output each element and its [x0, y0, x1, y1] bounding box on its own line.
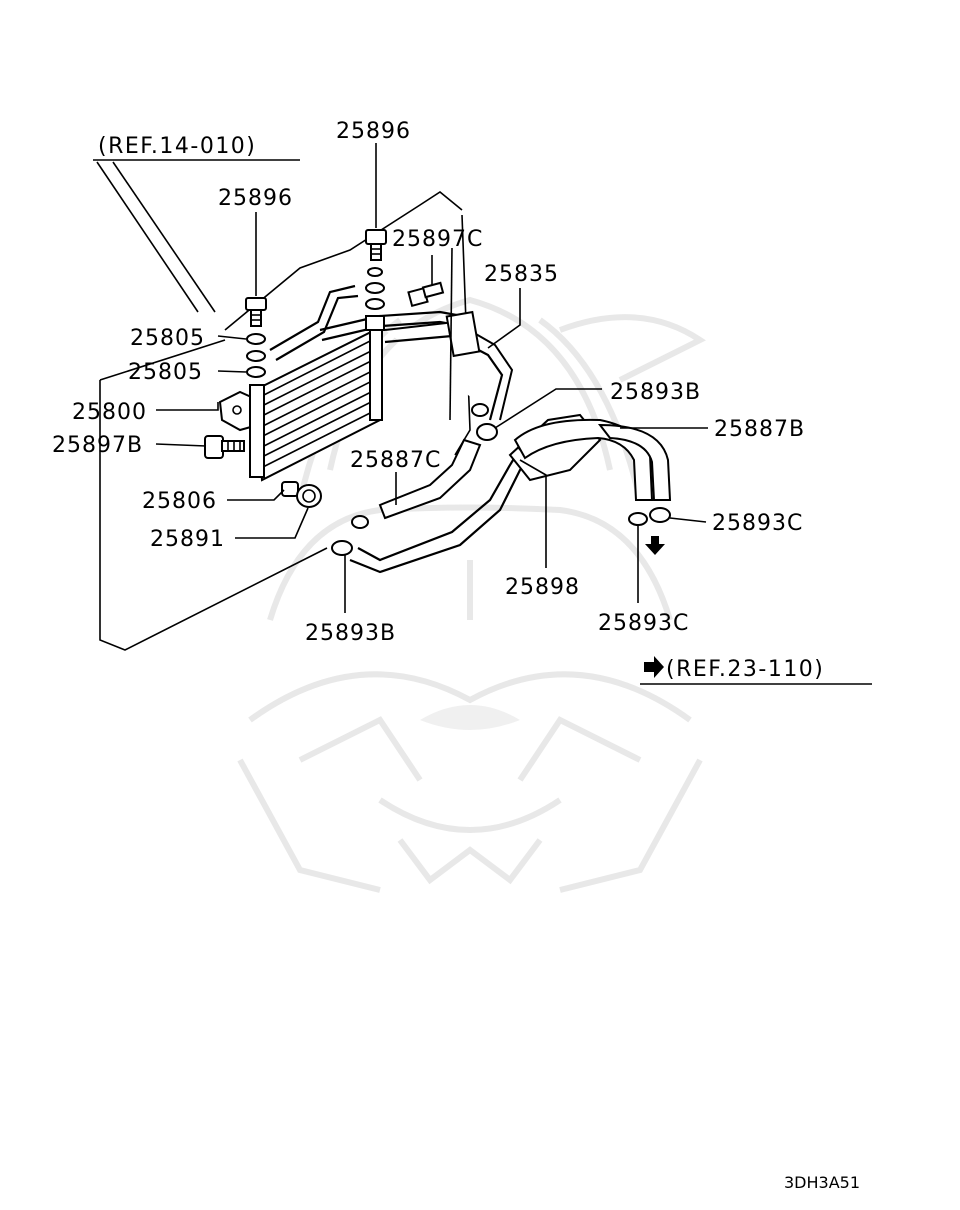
clamp-25893B-top — [471, 403, 498, 441]
pipe-25835 — [384, 310, 514, 421]
label-25887B: 25887B — [714, 417, 805, 442]
label-25896-left: 25896 — [218, 186, 293, 211]
bolt-25896-left — [245, 297, 267, 378]
bolt-25897C — [407, 281, 445, 308]
clamp-25893C-bottom — [628, 512, 648, 526]
label-25805-a: 25805 — [130, 326, 205, 351]
clamp-25893B-bottom — [331, 515, 369, 556]
label-25891: 25891 — [150, 527, 225, 552]
clamp-25893C-right — [649, 507, 671, 523]
label-25806: 25806 — [142, 489, 217, 514]
label-25893C-right: 25893C — [712, 511, 803, 536]
arrow-right-icon — [644, 656, 664, 678]
part-25806 — [281, 481, 299, 497]
ref-14-010: (REF.14-010) — [98, 134, 256, 159]
label-25887C: 25887C — [350, 448, 441, 473]
label-25800: 25800 — [72, 400, 147, 425]
label-25897C: 25897C — [392, 227, 483, 252]
label-25893C-bottom: 25893C — [598, 611, 689, 636]
label-25897B: 25897B — [52, 433, 143, 458]
bolt-25897B — [204, 435, 245, 459]
label-25893B-top: 25893B — [610, 380, 701, 405]
label-25835: 25835 — [484, 262, 559, 287]
part-25891 — [296, 484, 322, 508]
label-25805-b: 25805 — [128, 360, 203, 385]
diagram-code: 3DH3A51 — [784, 1173, 860, 1192]
hose-25887B — [513, 418, 672, 501]
leader-lines — [155, 143, 708, 613]
label-25898: 25898 — [505, 575, 580, 600]
ref-23-110: (REF.23-110) — [666, 657, 824, 682]
arrow-down-icon — [645, 536, 665, 555]
watermark-logo — [237, 296, 706, 893]
label-25896-top: 25896 — [336, 119, 411, 144]
oil-cooler — [218, 324, 383, 482]
bolt-25896-top — [365, 229, 387, 331]
label-25893B-bottom: 25893B — [305, 621, 396, 646]
